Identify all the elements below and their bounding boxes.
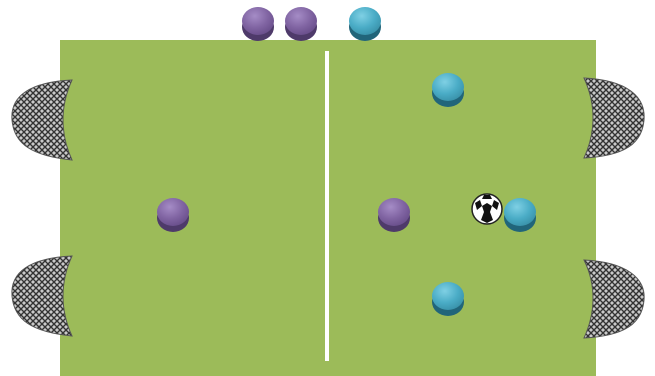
goal-top-right xyxy=(584,78,644,158)
soccer-ball-icon[interactable] xyxy=(472,194,502,224)
bench-player-purple[interactable] xyxy=(242,7,274,41)
goal-bottom-right xyxy=(584,260,644,338)
net-mesh-icon xyxy=(12,256,72,336)
bench-player-purple[interactable] xyxy=(285,7,317,41)
player-blue[interactable] xyxy=(432,282,464,316)
goal-top-left xyxy=(12,80,72,160)
player-blue[interactable] xyxy=(504,198,536,232)
player-purple[interactable] xyxy=(157,198,189,232)
net-mesh-icon xyxy=(12,80,72,160)
net-mesh-icon xyxy=(584,260,644,338)
player-blue[interactable] xyxy=(432,73,464,107)
net-mesh-icon xyxy=(584,78,644,158)
goal-bottom-left xyxy=(12,256,72,336)
player-purple[interactable] xyxy=(378,198,410,232)
bench-player-blue[interactable] xyxy=(349,7,381,41)
center-line xyxy=(325,51,329,361)
